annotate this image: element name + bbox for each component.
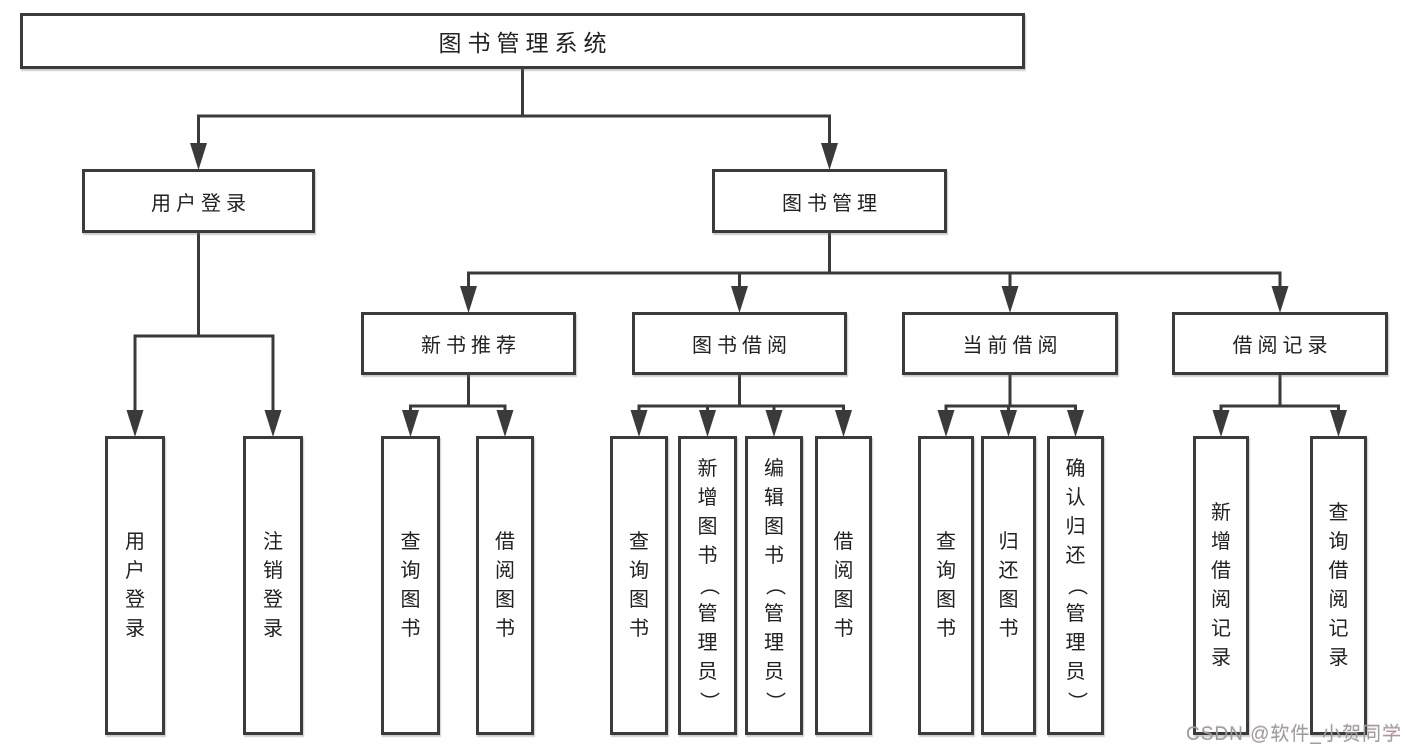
node-label: 注销登录 — [263, 530, 283, 640]
node-leaf-records-add: 新增借阅记录 — [1193, 436, 1249, 735]
node-leaf-current-confirm: 确认归还（管理员） — [1047, 436, 1104, 735]
node-label: 借阅记录 — [1232, 335, 1333, 357]
node-borrow-records: 借阅记录 — [1172, 312, 1388, 375]
node-label: 用户登录 — [125, 530, 145, 640]
watermark-text: CSDN @软件_小贺同学 — [1186, 724, 1402, 745]
node-book-mgmt: 图书管理 — [712, 169, 947, 233]
node-current-borrow: 当前借阅 — [902, 312, 1118, 375]
node-label: 编辑图书（管理员） — [763, 458, 786, 712]
node-label: 新增图书（管理员） — [697, 458, 719, 712]
node-leaf-current-return: 归还图书 — [981, 436, 1036, 735]
node-label: 当前借阅 — [962, 335, 1063, 357]
node-leaf-borrow-borrow: 借阅图书 — [815, 436, 872, 735]
node-label: 用户登录 — [151, 192, 251, 215]
node-leaf-current-query: 查询图书 — [918, 436, 974, 735]
node-label: 查询借阅记录 — [1328, 501, 1349, 669]
node-label: 借阅图书 — [495, 530, 515, 640]
node-user-login: 用户登录 — [82, 169, 315, 233]
node-label: 借阅图书 — [833, 530, 854, 640]
node-label: 图书管理系统 — [438, 30, 613, 56]
node-label: 查询图书 — [400, 530, 421, 640]
node-leaf-newrec-query: 查询图书 — [381, 436, 440, 735]
node-label: 确认归还（管理员） — [1065, 458, 1087, 712]
node-label: 归还图书 — [998, 530, 1019, 640]
node-book-borrow: 图书借阅 — [632, 312, 847, 375]
node-label: 新增借阅记录 — [1211, 501, 1231, 669]
node-new-book-rec: 新书推荐 — [361, 312, 576, 375]
node-root: 图书管理系统 — [20, 13, 1025, 69]
node-leaf-newrec-borrow: 借阅图书 — [476, 436, 534, 735]
node-leaf-records-query: 查询借阅记录 — [1310, 436, 1367, 735]
node-leaf-user-login: 用户登录 — [105, 436, 165, 735]
node-label: 新书推荐 — [421, 335, 521, 357]
node-label: 图书管理 — [782, 192, 882, 215]
node-label: 查询图书 — [936, 530, 956, 640]
node-leaf-borrow-query: 查询图书 — [610, 436, 668, 735]
node-label: 图书借阅 — [692, 335, 792, 357]
node-leaf-borrow-edit: 编辑图书（管理员） — [745, 436, 803, 735]
node-leaf-logout: 注销登录 — [243, 436, 303, 735]
node-leaf-borrow-add: 新增图书（管理员） — [678, 436, 737, 735]
node-label: 查询图书 — [629, 530, 649, 640]
